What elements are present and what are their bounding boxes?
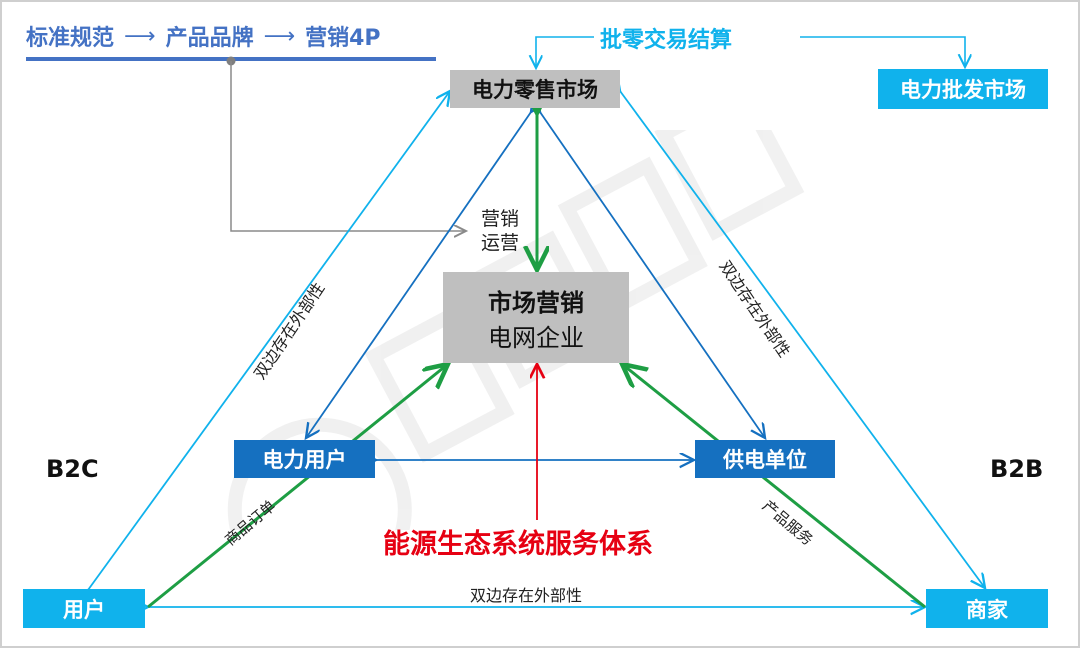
marketing-ops-label: 营销 运营: [481, 207, 519, 255]
node-grid-enterprise: 市场营销 电网企业: [443, 272, 629, 363]
flow-step-standard: 标准规范: [26, 26, 115, 51]
node-power-user: 电力用户: [234, 440, 375, 478]
node-retail-market: 电力零售市场: [450, 70, 620, 108]
center-title: 市场营销: [488, 288, 584, 317]
system-title: 能源生态系统服务体系: [383, 529, 653, 560]
node-merchant: 商家: [926, 589, 1048, 628]
settlement-label: 批零交易结算: [600, 28, 733, 53]
node-user: 用户: [23, 589, 145, 628]
node-supply-unit: 供电单位: [695, 440, 835, 478]
center-subtitle: 电网企业: [488, 323, 584, 352]
flow-arrow-icon: ⟶: [124, 23, 156, 49]
b2c-label: B2C: [46, 455, 99, 483]
marketing-ops-line2: 运营: [481, 232, 520, 254]
node-wholesale-market: 电力批发市场: [878, 69, 1048, 109]
flow-step-brand: 产品品牌: [165, 26, 254, 51]
marketing-ops-line1: 营销: [481, 208, 520, 230]
flow-step-marketing-4p: 营销4P: [305, 26, 381, 51]
header-flow: 标准规范 ⟶ 产品品牌 ⟶ 营销4P: [26, 20, 381, 52]
flow-arrow-icon: ⟶: [263, 23, 296, 49]
bottom-externality-label: 双边存在外部性: [470, 586, 583, 605]
b2b-label: B2B: [990, 455, 1044, 483]
